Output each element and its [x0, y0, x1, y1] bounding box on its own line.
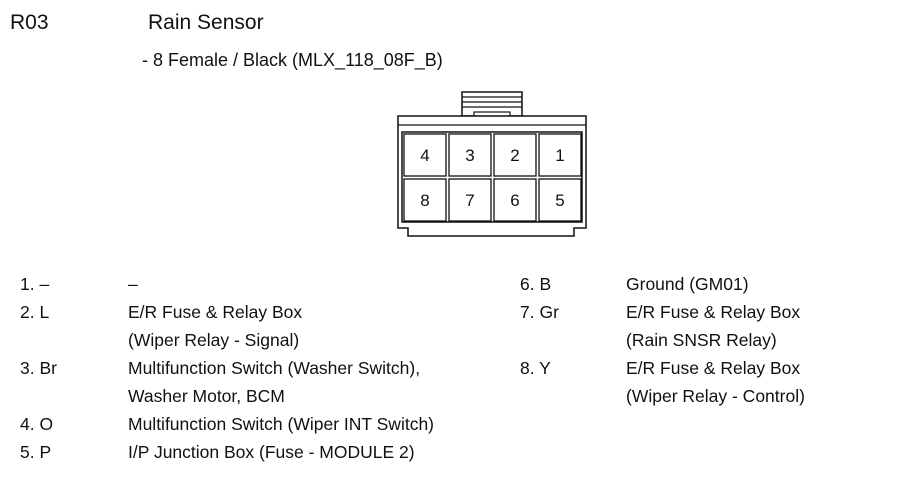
- cavity-label: 3: [465, 146, 474, 165]
- pin-description-line: (Wiper Relay - Signal): [128, 330, 300, 350]
- pin-description: E/R Fuse & Relay Box (Rain SNSR Relay): [626, 302, 801, 360]
- pin-number: 4. O: [20, 414, 54, 434]
- cavity-label: 7: [465, 191, 474, 210]
- cavity-label: 1: [555, 146, 564, 165]
- component-title: Rain Sensor: [148, 11, 264, 34]
- pin-description-line: –: [128, 274, 138, 294]
- pin-description-line: I/P Junction Box (Fuse - MODULE 2): [128, 442, 415, 462]
- pin-description-line: Washer Motor, BCM: [128, 386, 285, 406]
- connector-code: R03: [10, 11, 49, 34]
- cavity-label: 2: [510, 146, 519, 165]
- pin-number: 7. Gr: [520, 302, 559, 322]
- pin-number: 5. P: [20, 442, 52, 462]
- pin-description-line: E/R Fuse & Relay Box: [626, 358, 801, 378]
- cavity: [493, 178, 537, 222]
- pin-description-line: Ground (GM01): [626, 274, 749, 294]
- pin-description-line: Multifunction Switch (Wiper INT Switch): [128, 414, 435, 434]
- pin-number: 3. Br: [20, 358, 57, 378]
- pin-number: 1. –: [20, 274, 50, 294]
- pin-number: 8. Y: [520, 358, 551, 378]
- connector-spec: - 8 Female / Black (MLX_118_08F_B): [142, 50, 443, 70]
- cavity-label: 6: [510, 191, 519, 210]
- pin-description: Multifunction Switch (Washer Switch), Wa…: [128, 358, 421, 416]
- cavity: [448, 178, 492, 222]
- pin-description-line: E/R Fuse & Relay Box: [128, 302, 303, 322]
- pin-description-line: (Wiper Relay - Control): [626, 386, 805, 406]
- pin-description-line: (Rain SNSR Relay): [626, 330, 777, 350]
- pin-description: E/R Fuse & Relay Box (Wiper Relay - Cont…: [626, 358, 805, 416]
- cavity: [448, 133, 492, 177]
- pin-description: E/R Fuse & Relay Box (Wiper Relay - Sign…: [128, 302, 303, 360]
- cavity: [538, 178, 582, 222]
- cavity-label: 4: [420, 146, 429, 165]
- connector-diagram: 4 3 2 1 8 7 6 5: [397, 91, 587, 237]
- cavity: [538, 133, 582, 177]
- cavity: [403, 178, 447, 222]
- pin-description-line: Multifunction Switch (Washer Switch),: [128, 358, 421, 378]
- pin-description: –: [128, 274, 138, 304]
- pin-description: I/P Junction Box (Fuse - MODULE 2): [128, 442, 415, 472]
- pin-description-line: E/R Fuse & Relay Box: [626, 302, 801, 322]
- pin-description: Multifunction Switch (Wiper INT Switch): [128, 414, 435, 444]
- cavity: [493, 133, 537, 177]
- pin-number: 6. B: [520, 274, 552, 294]
- cavity: [403, 133, 447, 177]
- cavity-label: 5: [555, 191, 564, 210]
- pin-description: Ground (GM01): [626, 274, 749, 304]
- pin-number: 2. L: [20, 302, 50, 322]
- cavity-label: 8: [420, 191, 429, 210]
